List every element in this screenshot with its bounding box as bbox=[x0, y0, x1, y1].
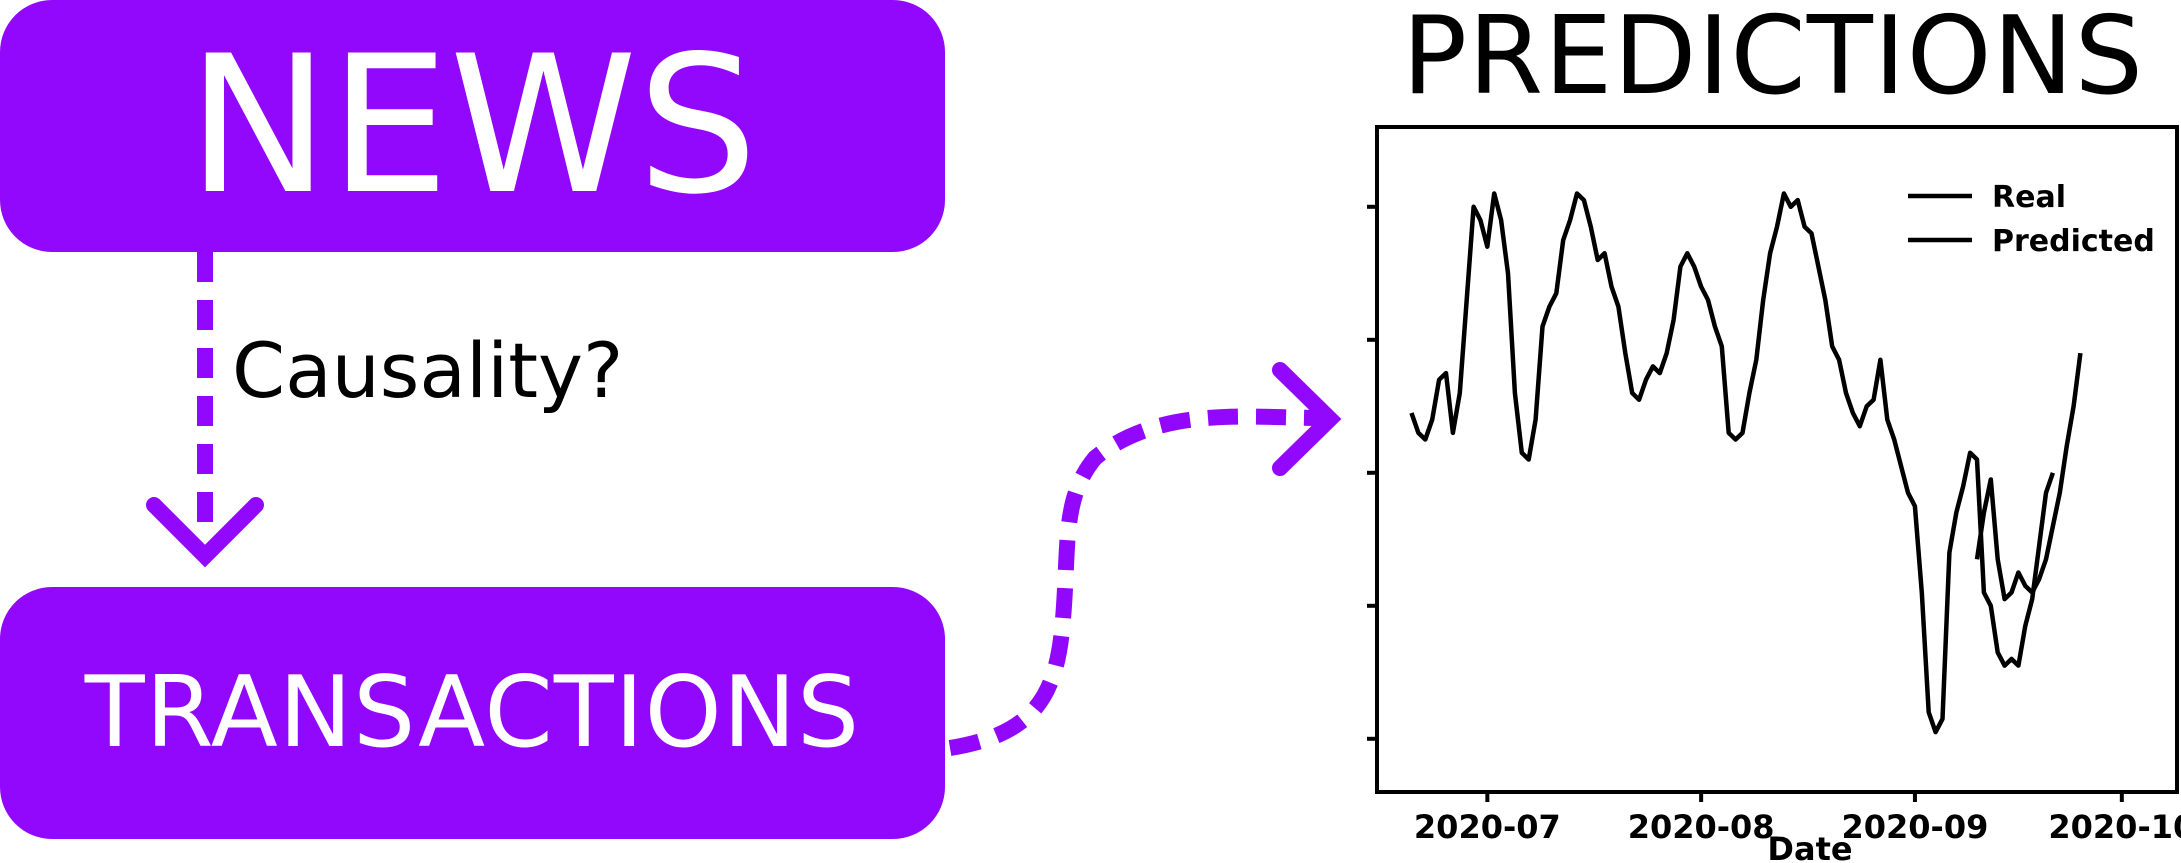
x-axis-ticks: 2020-07 2020-08 2020-09 2020-10 bbox=[1414, 792, 2181, 846]
chart-series bbox=[1409, 191, 2083, 735]
prediction-arrow-curve bbox=[948, 408, 1323, 756]
series-line-predicted bbox=[1974, 352, 2083, 602]
news-label: NEWS bbox=[187, 15, 758, 236]
series-line-real bbox=[1409, 191, 2056, 735]
y-axis-ticks bbox=[1367, 204, 1377, 741]
x-axis-label: Date bbox=[1767, 830, 1852, 863]
prediction-arrow-head bbox=[1272, 362, 1342, 476]
transactions-box: TRANSACTIONS bbox=[0, 587, 945, 839]
x-tick-label-3: 2020-10 bbox=[2048, 808, 2181, 846]
predictions-title: PREDICTIONS bbox=[1402, 0, 2145, 119]
chart-frame bbox=[1375, 125, 2179, 794]
news-box: NEWS bbox=[0, 0, 945, 252]
legend-label-predicted: Predicted bbox=[1992, 224, 2155, 259]
x-tick-label-1: 2020-08 bbox=[1628, 808, 1775, 846]
causality-label: Causality? bbox=[232, 326, 624, 415]
causality-arrow-head bbox=[146, 497, 264, 568]
x-tick-label-0: 2020-07 bbox=[1414, 808, 1561, 846]
transactions-label: TRANSACTIONS bbox=[84, 656, 861, 770]
legend-label-real: Real bbox=[1992, 180, 2066, 215]
x-tick-label-2: 2020-09 bbox=[1841, 808, 1988, 846]
